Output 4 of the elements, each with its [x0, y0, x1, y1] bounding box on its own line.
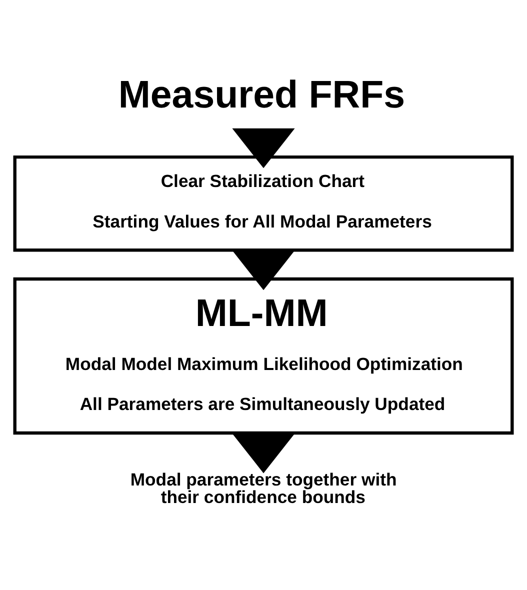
- node-text: Measured FRFs: [118, 74, 406, 117]
- node-text: Modal parameters together with their confidence bounds: [130, 470, 397, 508]
- node-box: ML-MM Modal Model Maximum Likelihood Optimization All Parameters are Simultaneously Updated: [13, 277, 514, 435]
- node-box: Clear Stabilization Chart Starting Values for All Modal Parameters: [13, 155, 514, 252]
